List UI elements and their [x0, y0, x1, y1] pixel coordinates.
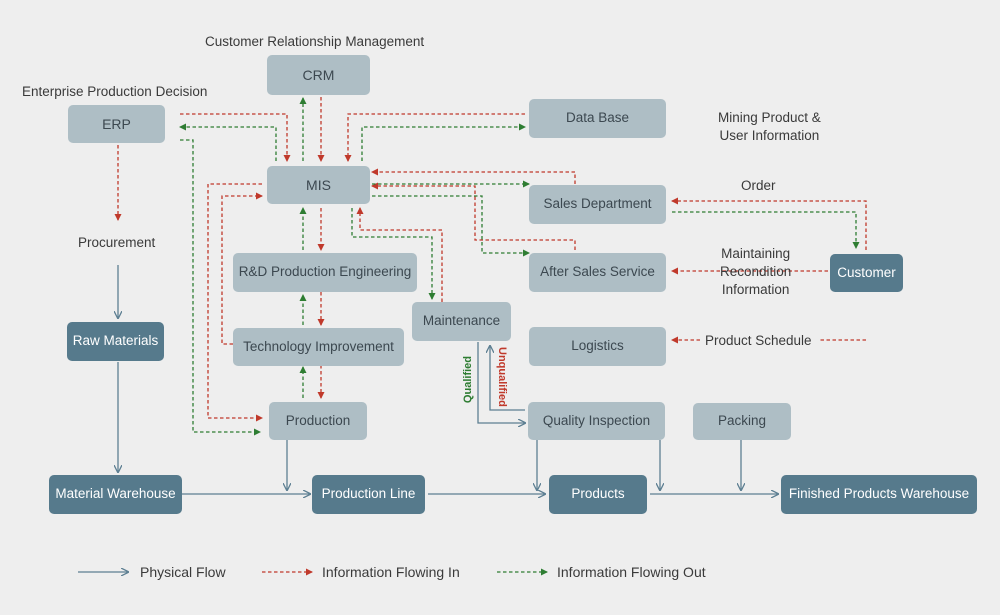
flow-quality-to-maint	[490, 346, 525, 411]
green-mis-to-db	[361, 123, 526, 161]
legend-physical-flow: Physical Flow	[140, 564, 226, 580]
technology-improvement-box: Technology Improvement	[233, 328, 404, 366]
quality-inspection-box: Quality Inspection	[528, 402, 665, 440]
red-tech-to-mis	[221, 192, 263, 345]
database-box: Data Base	[529, 99, 666, 138]
green-sales-to-customer	[672, 211, 860, 249]
red-customer-to-sales	[671, 197, 867, 250]
maint-line-1: Maintaining	[721, 246, 791, 261]
erp-caption: Enterprise Production Decision	[22, 84, 208, 99]
erp-box: ERP	[68, 105, 165, 143]
info-out-flows	[179, 97, 860, 436]
mis-box: MIS	[267, 166, 370, 204]
green-mis-to-maint	[351, 208, 436, 300]
red-after-to-mis	[371, 182, 576, 250]
qualified-label: Qualified	[462, 356, 474, 404]
mining-product-label: Mining Product & User Information	[718, 109, 821, 145]
products-box: Products	[549, 475, 647, 514]
red-maint-to-mis	[356, 207, 443, 302]
logistics-box: Logistics	[529, 327, 666, 366]
maint-line-2: Recondition	[720, 263, 792, 279]
red-db-to-mis	[344, 113, 525, 162]
unqualified-label: Unqualified	[496, 347, 508, 407]
info-in-flows	[114, 97, 867, 422]
procurement-label: Procurement	[78, 235, 156, 250]
production-line-box: Production Line	[312, 475, 425, 514]
red-erp-to-mis	[180, 113, 291, 162]
crm-caption: Customer Relationship Management	[205, 34, 425, 49]
flow-maint-to-quality	[477, 342, 525, 423]
customer-box: Customer	[830, 254, 903, 292]
finished-products-warehouse-box: Finished Products Warehouse	[781, 475, 977, 514]
crm-box: CRM	[267, 55, 370, 95]
maintenance-box: Maintenance	[412, 302, 511, 341]
green-erp-to-production	[180, 139, 261, 436]
packing-box: Packing	[693, 403, 791, 440]
production-box: Production	[269, 402, 367, 440]
red-sales-to-mis	[371, 168, 576, 184]
after-sales-box: After Sales Service	[529, 253, 666, 292]
mining-line-1: Mining Product &	[718, 110, 821, 125]
green-mis-to-erp	[179, 123, 277, 161]
legend-info-in: Information Flowing In	[322, 564, 460, 580]
maintaining-recondition-label: Maintaining Recondition Information	[720, 245, 791, 299]
maint-line-3: Information	[721, 281, 790, 297]
rnd-box: R&D Production Engineering	[233, 253, 417, 292]
mining-line-2: User Information	[719, 128, 820, 144]
material-warehouse-box: Material Warehouse	[49, 475, 182, 514]
physical-flows	[118, 265, 778, 494]
product-schedule-label: Product Schedule	[705, 333, 812, 348]
red-mis-to-production	[207, 183, 263, 422]
order-label: Order	[741, 178, 776, 193]
sales-department-box: Sales Department	[529, 185, 666, 224]
green-mis-to-after	[372, 195, 530, 257]
legend-info-out: Information Flowing Out	[557, 564, 706, 580]
raw-materials-box: Raw Materials	[67, 322, 164, 361]
